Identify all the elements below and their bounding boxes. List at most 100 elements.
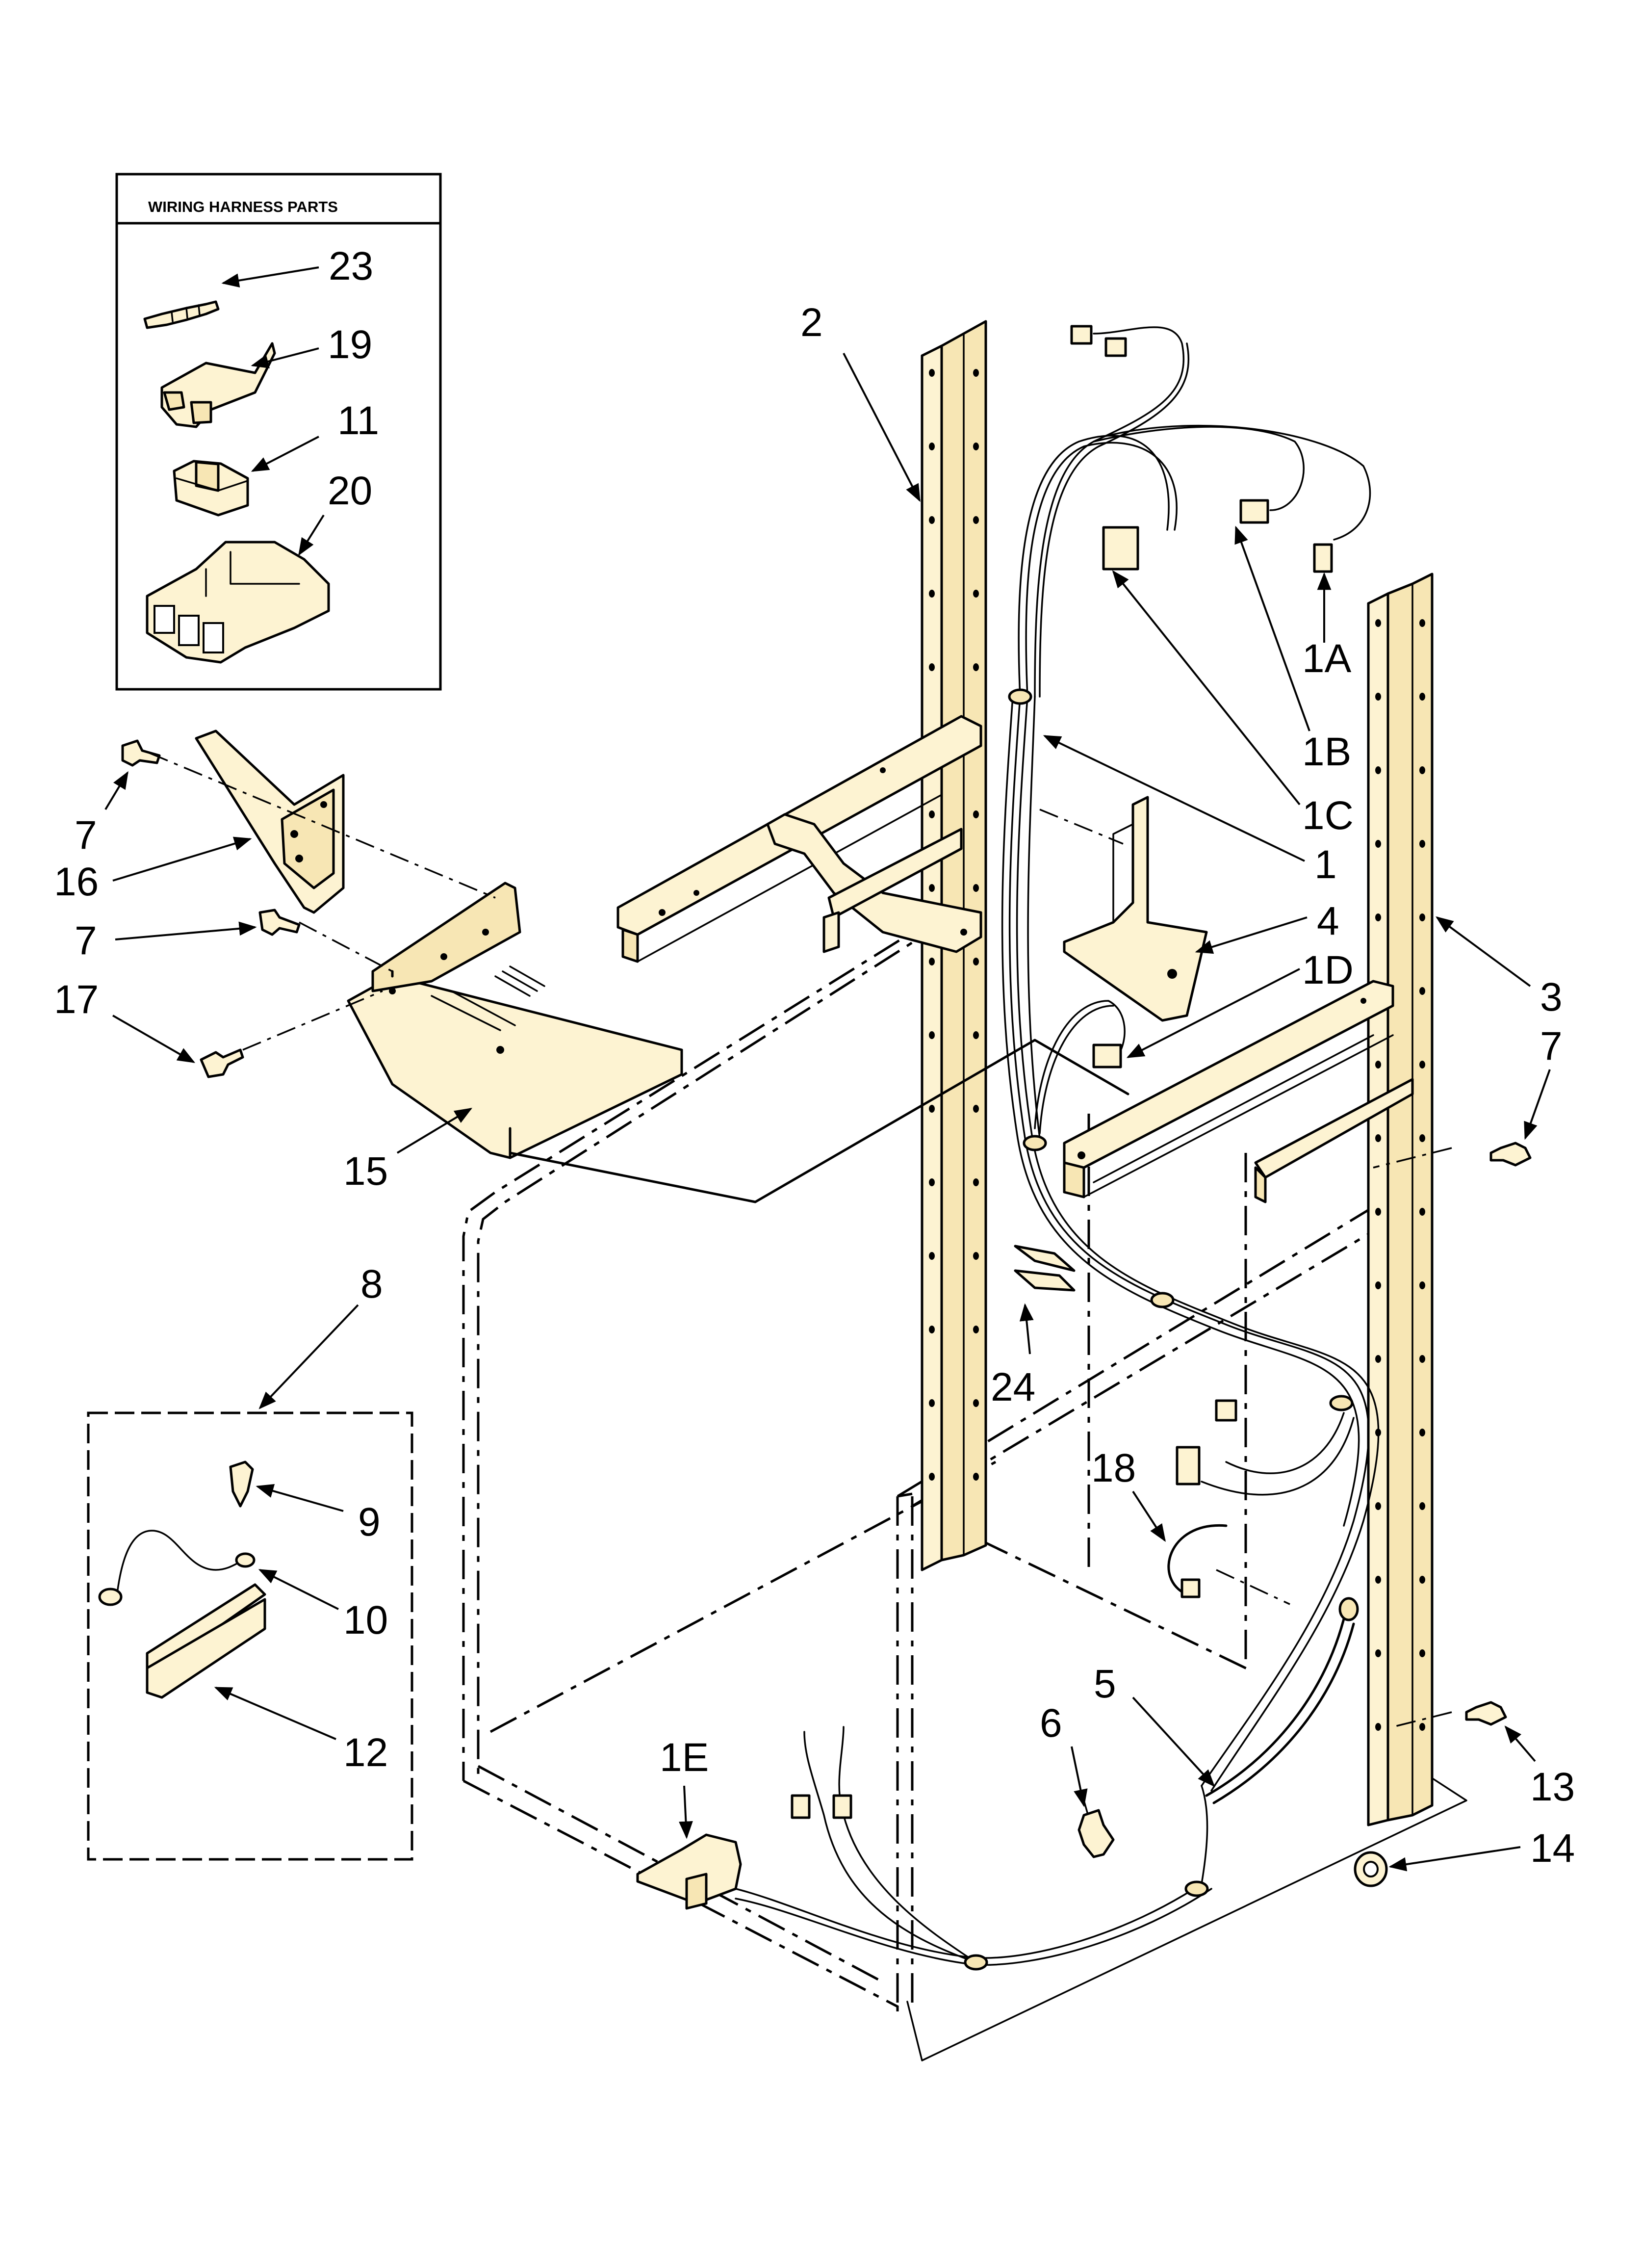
mounting-hole bbox=[1375, 1208, 1381, 1216]
callouts: 2 1A 1B 1C 1 4 1D 3 7 7 16 7 17 15 8 9 1 bbox=[54, 300, 1575, 1872]
ground-clip-part-6 bbox=[1078, 1809, 1115, 1858]
cabinet-outline bbox=[462, 911, 1467, 2061]
arrow-7-right bbox=[1524, 1069, 1551, 1140]
mounting-hole bbox=[1375, 1723, 1381, 1731]
arrow-18 bbox=[1132, 1490, 1166, 1542]
arrow-1B bbox=[1234, 525, 1310, 731]
mounting-hole bbox=[973, 663, 979, 671]
label-7-middle: 7 bbox=[75, 918, 97, 963]
ground-kit-part-8 bbox=[87, 1411, 413, 1861]
mounting-hole bbox=[1419, 1281, 1425, 1289]
mounting-hole bbox=[929, 369, 935, 377]
mounting-hole bbox=[973, 1326, 979, 1333]
label-1D: 1D bbox=[1302, 948, 1354, 992]
arrow-17 bbox=[112, 1015, 196, 1063]
mounting-hole bbox=[929, 1178, 935, 1186]
arrow-13 bbox=[1504, 1725, 1536, 1762]
mounting-hole bbox=[973, 1399, 979, 1407]
arrow-19 bbox=[251, 347, 319, 368]
mounting-hole bbox=[973, 590, 979, 598]
mounting-hole bbox=[973, 443, 979, 450]
connector-part-11 bbox=[173, 460, 249, 517]
label-7-upper: 7 bbox=[75, 813, 97, 858]
mounting-hole bbox=[1419, 693, 1425, 701]
arrow-11 bbox=[251, 436, 319, 472]
arrow-7-middle bbox=[115, 921, 257, 940]
mounting-hole bbox=[1375, 1355, 1381, 1363]
tube-part-5 bbox=[1205, 1617, 1355, 1804]
label-11: 11 bbox=[337, 398, 379, 443]
mounting-hole bbox=[929, 1105, 935, 1113]
label-6: 6 bbox=[1040, 1701, 1062, 1746]
wiring-harness-part-1 bbox=[735, 325, 1380, 1971]
mounting-hole bbox=[1419, 987, 1425, 995]
screw-13 bbox=[1465, 1701, 1507, 1726]
label-8: 8 bbox=[360, 1262, 383, 1306]
mounting-hole bbox=[929, 590, 935, 598]
mounting-hole bbox=[1419, 913, 1425, 921]
arrow-12 bbox=[214, 1687, 336, 1740]
label-9: 9 bbox=[358, 1500, 381, 1544]
washer-14 bbox=[1354, 1851, 1388, 1887]
arrow-1C bbox=[1112, 570, 1301, 806]
label-1E: 1E bbox=[660, 1735, 709, 1780]
arrow-7-upper bbox=[104, 771, 128, 810]
arrow-14 bbox=[1388, 1846, 1521, 1872]
label-1C: 1C bbox=[1302, 793, 1354, 838]
mounting-hole bbox=[1419, 1134, 1425, 1142]
mounting-hole bbox=[973, 1105, 979, 1113]
label-19: 19 bbox=[328, 322, 372, 367]
label-17: 17 bbox=[54, 977, 99, 1022]
mounting-hole bbox=[973, 1178, 979, 1186]
arrow-1 bbox=[1043, 735, 1305, 862]
label-3: 3 bbox=[1540, 975, 1563, 1019]
mounting-hole bbox=[973, 1473, 979, 1481]
terminal-part-23 bbox=[143, 300, 220, 329]
mounting-hole bbox=[929, 1326, 935, 1333]
label-24: 24 bbox=[991, 1365, 1035, 1409]
mounting-hole bbox=[973, 1252, 979, 1260]
mounting-hole bbox=[1419, 1576, 1425, 1584]
strap-part-18 bbox=[1167, 1524, 1228, 1598]
bracket-part-16 bbox=[195, 730, 345, 914]
mounting-hole bbox=[929, 1399, 935, 1407]
arrow-4 bbox=[1195, 916, 1308, 954]
label-15: 15 bbox=[343, 1149, 388, 1194]
screw-7-middle bbox=[258, 909, 301, 936]
right-upright-part-3 bbox=[1367, 573, 1434, 1826]
mounting-hole bbox=[1419, 619, 1425, 627]
label-16: 16 bbox=[54, 860, 99, 904]
mounting-hole bbox=[1375, 693, 1381, 701]
label-14: 14 bbox=[1530, 1826, 1575, 1871]
mounting-hole bbox=[1375, 840, 1381, 848]
arrow-15 bbox=[396, 1108, 473, 1154]
mounting-hole bbox=[929, 1473, 935, 1481]
mounting-hole bbox=[1419, 840, 1425, 848]
bracket-part-4 bbox=[1063, 796, 1208, 1022]
label-1A: 1A bbox=[1302, 636, 1352, 681]
mounting-hole bbox=[929, 516, 935, 524]
mounting-hole bbox=[1419, 1649, 1425, 1657]
label-1B: 1B bbox=[1302, 730, 1351, 774]
mounting-hole bbox=[1375, 1281, 1381, 1289]
lower-cross-brace bbox=[1063, 980, 1414, 1203]
arrow-3 bbox=[1436, 916, 1531, 987]
label-7-right: 7 bbox=[1540, 1024, 1563, 1069]
label-1: 1 bbox=[1314, 842, 1337, 887]
arrow-2 bbox=[843, 353, 921, 502]
mounting-hole bbox=[1375, 619, 1381, 627]
arrow-20 bbox=[298, 514, 325, 556]
wiring-harness-parts-inset: WIRING HARNESS PARTS 23 bbox=[115, 173, 442, 691]
mounting-hole bbox=[1375, 1134, 1381, 1142]
label-12: 12 bbox=[343, 1730, 388, 1775]
screw-7-right bbox=[1489, 1142, 1532, 1167]
mounting-hole bbox=[1375, 1576, 1381, 1584]
mounting-hole bbox=[929, 1031, 935, 1039]
label-4: 4 bbox=[1317, 899, 1339, 943]
arrow-8 bbox=[258, 1304, 359, 1409]
label-2: 2 bbox=[800, 300, 823, 345]
mounting-hole bbox=[1419, 1429, 1425, 1436]
arrow-1D bbox=[1126, 968, 1300, 1058]
inset-title: WIRING HARNESS PARTS bbox=[148, 198, 338, 215]
